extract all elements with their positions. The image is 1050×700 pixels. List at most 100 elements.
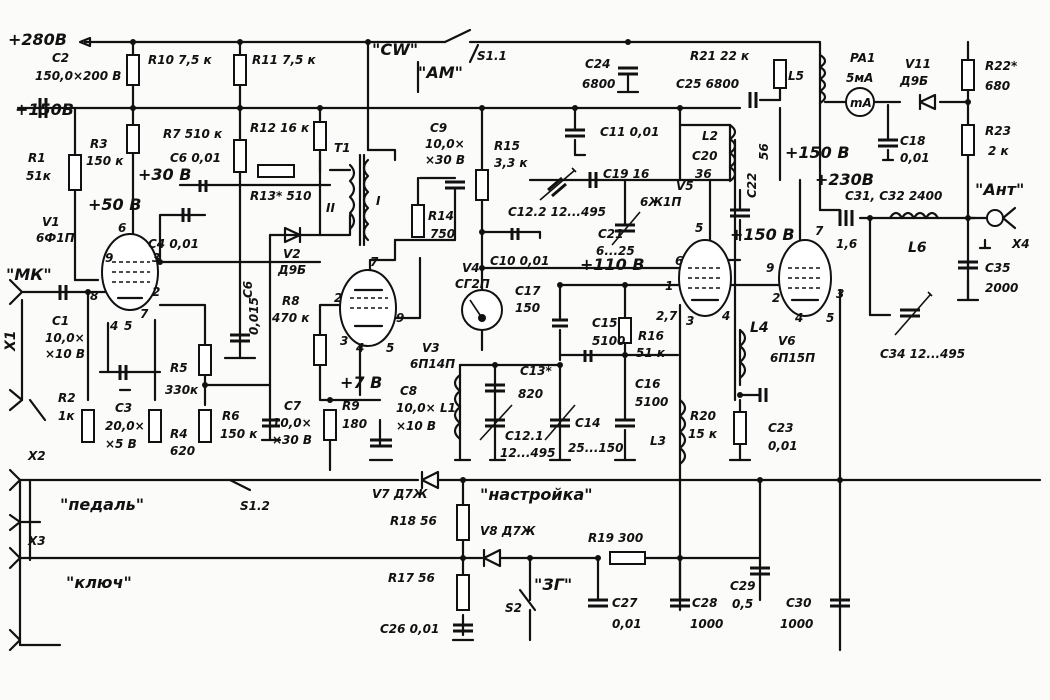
c21-value: 6...25 [596, 244, 635, 258]
r12-label: R12 16 к [250, 121, 310, 135]
pin-v3-3: 3 [340, 334, 348, 348]
r4-value: 620 [170, 444, 195, 458]
pin-v1-6: 6 [118, 221, 126, 235]
l6-label: L6 [908, 240, 927, 256]
c10-label: C10 0,01 [490, 254, 549, 268]
rail-230v: +230В [815, 170, 874, 189]
c8-value2: ×10 В [396, 419, 436, 433]
resistor-r1 [68, 154, 82, 191]
c27-value: 0,01 [612, 617, 642, 631]
c6-value: 0,015 [247, 297, 261, 335]
resistor-r3 [126, 124, 140, 154]
tube-v6-type: 6П15П [770, 351, 815, 365]
pin-v6-2: 2 [772, 291, 780, 305]
r6-value: 150 к [220, 427, 258, 441]
capacitor-c13 [485, 383, 505, 393]
rail-110v: +110 В [580, 255, 645, 274]
tube-v4 [461, 289, 503, 331]
r5-name: R5 [170, 361, 188, 375]
resistor-r17 [456, 574, 470, 611]
capacitor-c26 [453, 623, 473, 633]
resistor-r6 [198, 409, 212, 443]
r21-label: R21 22 к [690, 49, 750, 63]
c20-name: C20 [692, 149, 718, 163]
c1-value: 10,0× [45, 331, 85, 345]
resistor-r5 [198, 344, 212, 376]
r14-name: R14 [428, 209, 454, 223]
c17-value: 150 [515, 301, 540, 315]
r1-name: R1 [28, 151, 46, 165]
capacitor-c19 [588, 172, 598, 188]
capacitor-c2 [38, 98, 48, 118]
r16-name: R16 [638, 329, 664, 343]
resistor-r9 [323, 409, 337, 441]
diode-v2-name: V2 [283, 247, 301, 261]
pin-v1-2: 2 [152, 285, 160, 299]
r2-value: 1к [58, 409, 75, 423]
resistor-r10 [126, 54, 140, 86]
pin-v1-4: 4 [109, 319, 118, 333]
c9-value: 10,0× [425, 137, 465, 151]
connector-x4-label: X4 [1011, 237, 1030, 251]
meter-pa1 [845, 87, 875, 117]
capacitor-c28 [670, 598, 690, 608]
c23-value: 0,01 [768, 439, 798, 453]
c18-value: 0,01 [900, 151, 930, 165]
r19-label: R19 300 [588, 531, 643, 545]
inductor-l6 [888, 211, 940, 220]
inductor-l4 [738, 328, 747, 380]
c3-name: C3 [115, 401, 132, 415]
meter-name: PA1 [850, 51, 875, 65]
pin-v5-3: 3 [686, 314, 694, 328]
r18-label: R18 56 [390, 514, 437, 528]
capacitor-c16 [615, 418, 635, 428]
t1-winding-ii: II [326, 201, 335, 215]
pin-v1-5: 5 [124, 319, 132, 333]
c6-name: C6 [241, 281, 255, 298]
capacitor-c22 [730, 208, 750, 218]
capacitor-c6 [230, 333, 250, 343]
pin-v5-6: 6 [675, 254, 683, 268]
l2-label: L2 [702, 129, 718, 143]
c26-label: C26 0,01 [380, 622, 439, 636]
resistor-r18 [456, 504, 470, 541]
meter-symbol: mA [850, 96, 872, 110]
pin-v6-7: 7 [815, 224, 824, 238]
c12-2-label: C12.2 12...495 [508, 205, 606, 219]
c15-value: 5100 [592, 334, 625, 348]
diode-v11 [918, 93, 937, 111]
capacitor-c11 [565, 128, 585, 138]
c27-name: C27 [612, 596, 638, 610]
diode-v7 [420, 470, 440, 490]
c4-label: C4 0,01 [148, 237, 199, 251]
capacitor-c5 [198, 180, 208, 192]
l5-label: L5 [788, 69, 804, 83]
r16-value: 51 к [636, 346, 666, 360]
pin-v6-3: 3 [836, 287, 844, 301]
pin-v1-9: 9 [105, 251, 113, 265]
r4-name: R4 [170, 427, 188, 441]
connectors-graphics [8, 206, 1017, 652]
c14-value: 25...150 [568, 441, 623, 455]
pin-v3-2: 2 [334, 291, 342, 305]
r23-value: 2 к [988, 144, 1010, 158]
r14-value: 750 [430, 227, 455, 241]
c15-name: C15 [592, 316, 618, 330]
tubes [101, 233, 832, 347]
c3-value: 20,0× [105, 419, 145, 433]
c17-name: C17 [515, 284, 541, 298]
inductor-l3 [678, 398, 687, 466]
resistor-r21 [773, 59, 787, 89]
c9-name: C9 [430, 121, 447, 135]
capacitor-c24 [618, 66, 638, 76]
capacitor-c1 [58, 285, 68, 300]
connector-x3-label: X3 [27, 534, 46, 548]
key-label: "ключ" [66, 573, 132, 592]
resistor-r11 [233, 54, 247, 86]
pedal-label: "педаль" [60, 495, 144, 514]
l1-label: L1 [440, 401, 456, 415]
l4-label: L4 [750, 320, 769, 336]
switch-s2-label: S2 [505, 601, 522, 615]
resistor-r23 [961, 124, 975, 156]
diode-v2 [283, 226, 302, 244]
